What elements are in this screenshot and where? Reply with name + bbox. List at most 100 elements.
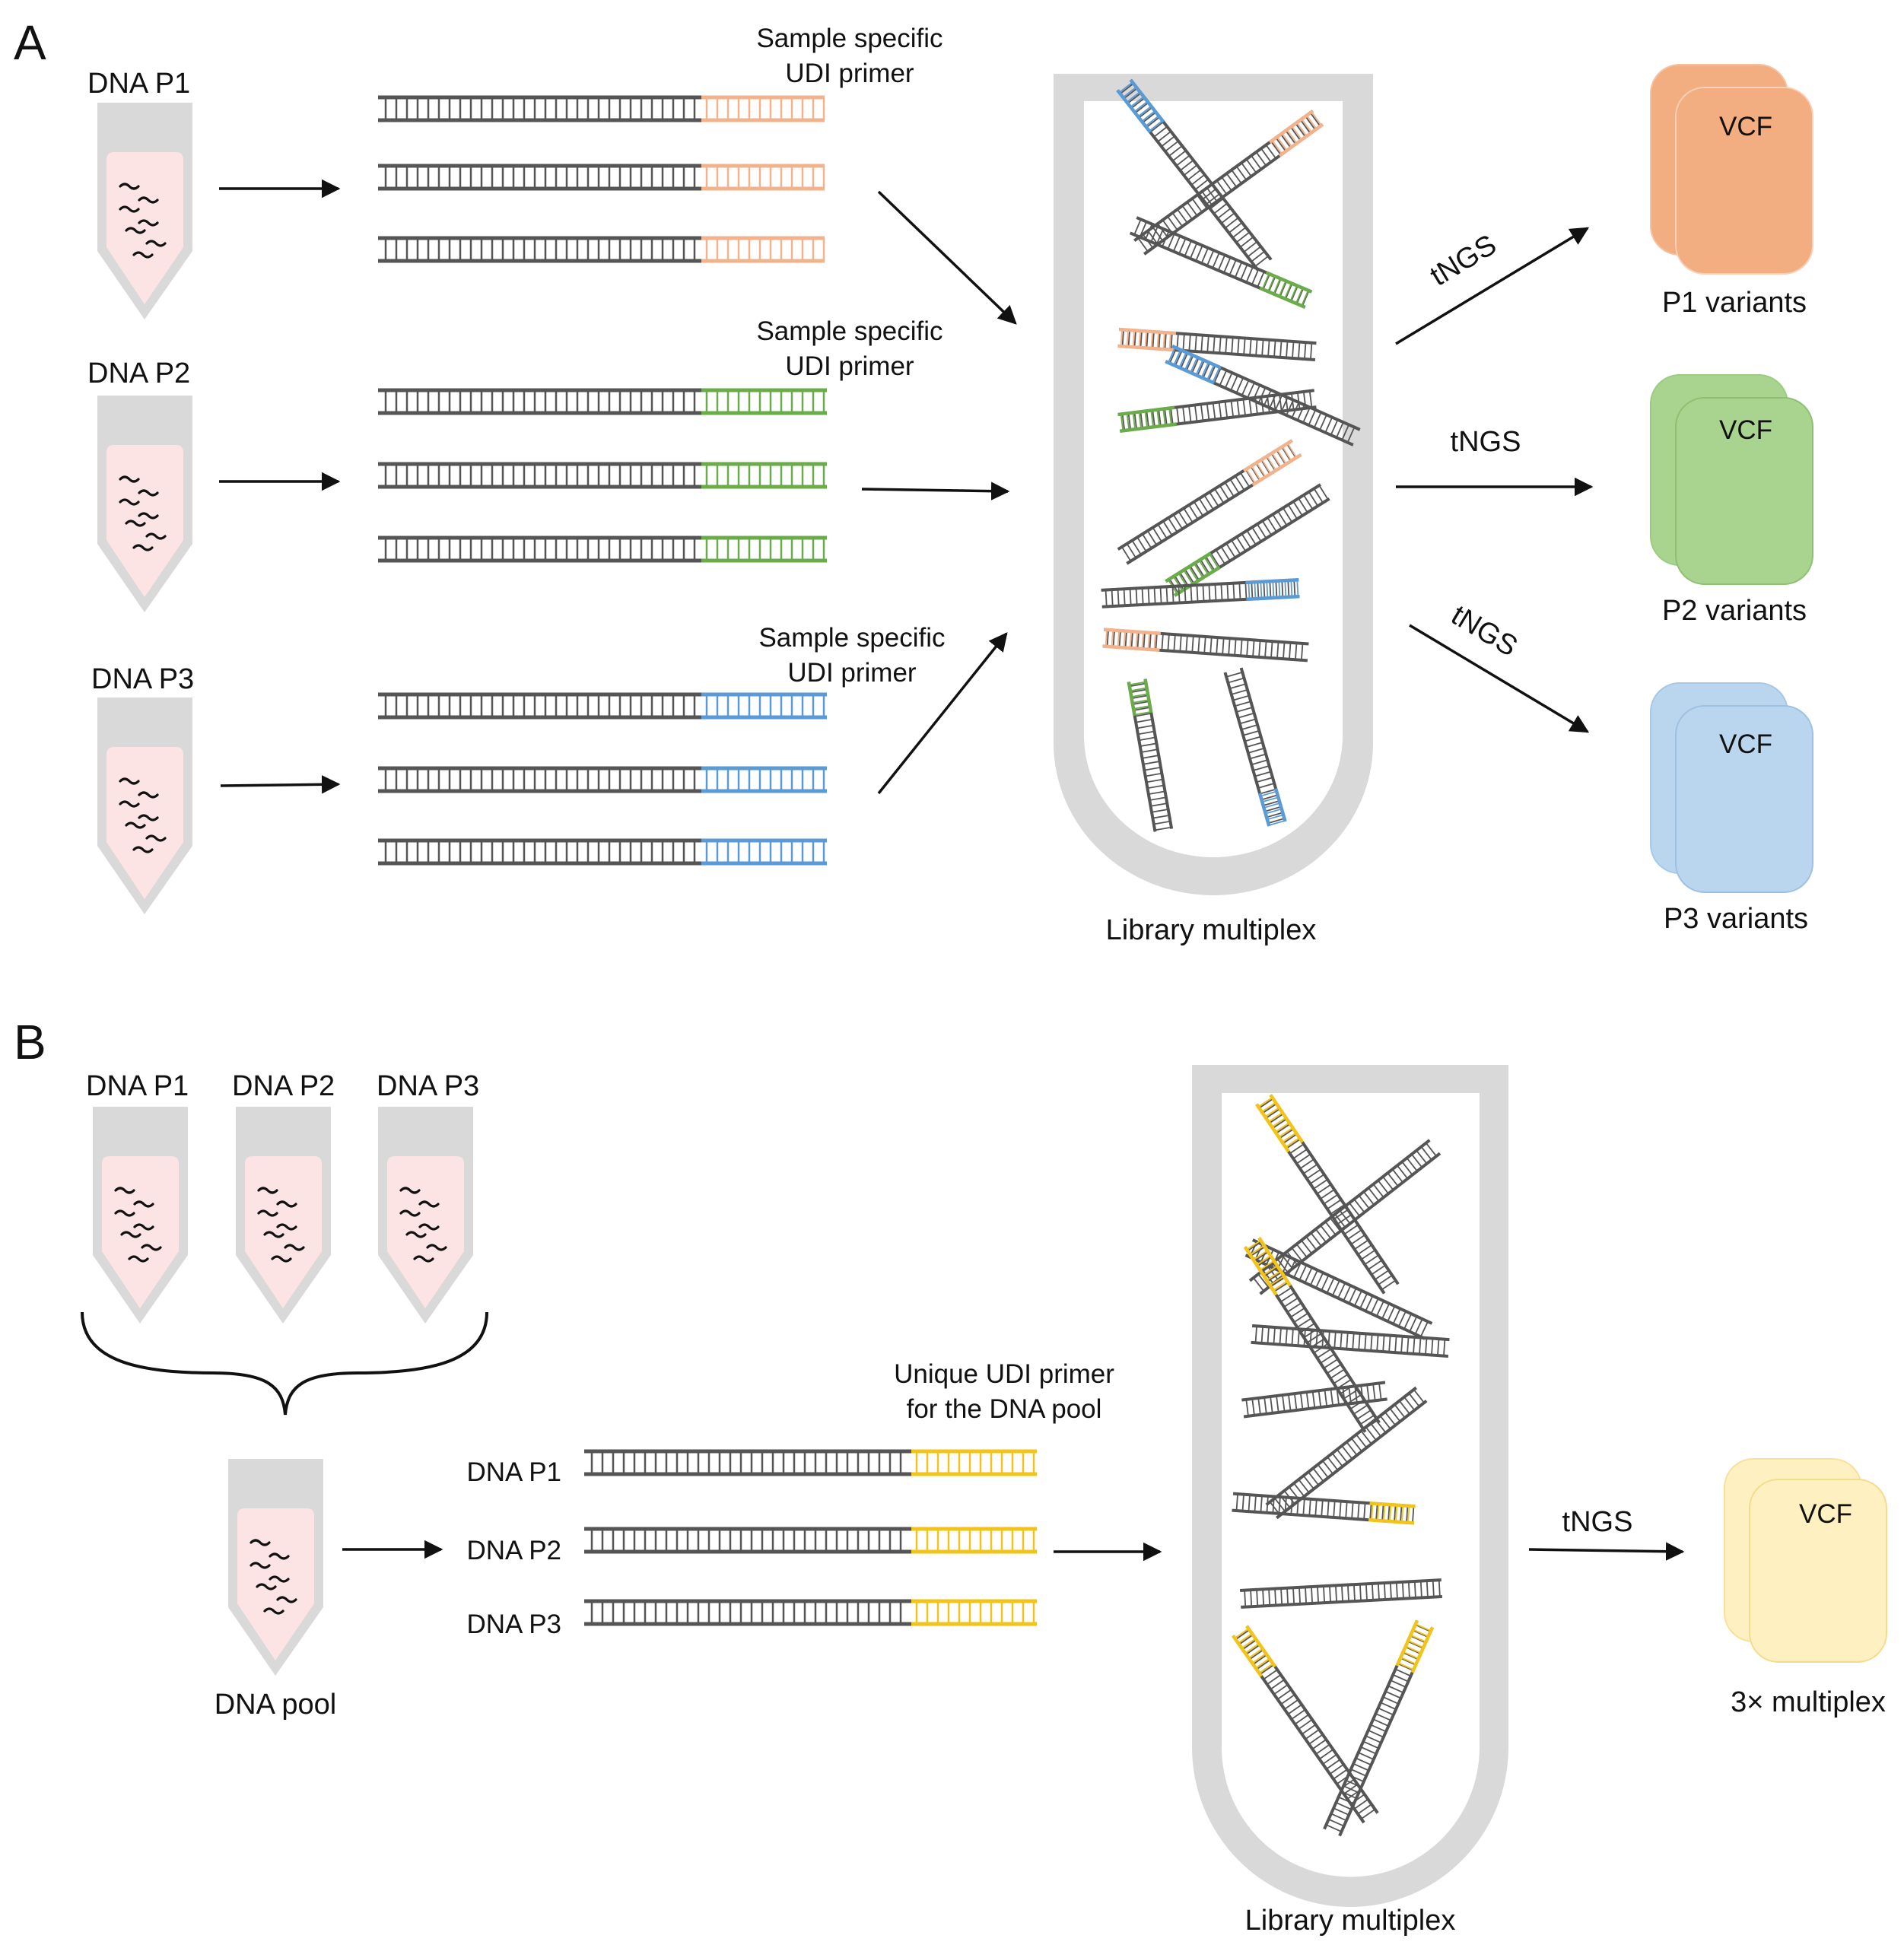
dna-library-fragment xyxy=(378,462,827,489)
dna-library-fragment xyxy=(1232,1492,1416,1525)
dna-library-fragment xyxy=(378,766,827,793)
udi-primer-segment xyxy=(701,535,827,563)
panel-a-primer-labels: Sample specific UDI primer Sample specif… xyxy=(756,24,945,688)
primer-label-p2-line1: Sample specific xyxy=(756,316,942,346)
panel-a-multiplex-label: Library multiplex xyxy=(1106,914,1317,946)
udi-primer-segment xyxy=(911,1449,1037,1476)
dna-fragment-icon xyxy=(114,1187,162,1263)
panel-a-sample-label-p3: DNA P3 xyxy=(91,663,194,695)
dna-library-fragment xyxy=(1117,439,1302,565)
arrow-icon xyxy=(877,190,1017,325)
output-label-p3: P3 variants xyxy=(1664,903,1808,935)
sample-tube-icon xyxy=(97,103,192,319)
udi-primer-segment xyxy=(701,766,827,793)
dna-fragment-icon xyxy=(119,777,167,853)
sample-tube-icon xyxy=(228,1459,323,1676)
dna-library-fragment xyxy=(1127,678,1174,832)
primer-label-p1-line2: UDI primer xyxy=(785,59,914,88)
primer-label-p3-line1: Sample specific xyxy=(758,623,945,653)
dna-library-fragment xyxy=(1323,1619,1435,1837)
strand-label-p1: DNA P1 xyxy=(467,1457,562,1487)
dna-library-fragment xyxy=(1102,628,1309,663)
arrow-icon xyxy=(877,632,1008,795)
tngs-label-p1: tNGS xyxy=(1425,229,1502,293)
primer-label-p2-line2: UDI primer xyxy=(785,351,914,381)
document-icon xyxy=(1749,1479,1887,1663)
panel-a-tngs-arrows xyxy=(1395,227,1594,733)
vcf-file-label-p2: VCF xyxy=(1719,415,1772,445)
panel-b-multiplex-label: Library multiplex xyxy=(1245,1905,1456,1937)
udi-primer-segment xyxy=(911,1599,1037,1626)
panel-a-input-arrows xyxy=(219,179,341,794)
pool-label: DNA pool xyxy=(215,1689,337,1721)
panel-b-sample-label-p2: DNA P2 xyxy=(232,1070,335,1102)
tngs-label-p2: tNGS xyxy=(1451,426,1521,458)
dna-library-fragment xyxy=(1265,1386,1428,1520)
primer-label-p3-line2: UDI primer xyxy=(787,658,917,688)
dna-library-fragment xyxy=(1117,327,1317,362)
document-icon xyxy=(1675,705,1813,893)
dna-library-fragment xyxy=(378,388,827,415)
output-label-p2: P2 variants xyxy=(1662,595,1807,627)
dna-library-fragment xyxy=(1165,483,1330,597)
dna-library-fragment xyxy=(1232,1625,1379,1824)
dna-library-fragment xyxy=(378,838,827,866)
panel-b-sample-label-p3: DNA P3 xyxy=(377,1070,479,1102)
dna-library-fragment xyxy=(1241,1381,1387,1419)
dna-library-fragment xyxy=(378,164,825,191)
dna-library-fragment xyxy=(584,1527,1037,1554)
pool-primer-label-line1: Unique UDI primer xyxy=(894,1359,1114,1389)
panel-a-sample-label-p1: DNA P1 xyxy=(87,68,190,100)
sample-tube-icon xyxy=(97,396,192,612)
vcf-output-p1: VCF xyxy=(1650,64,1813,275)
vcf-file-label-pool: VCF xyxy=(1799,1499,1852,1529)
library-multiplex-tube-a xyxy=(1054,74,1373,895)
panel-a-sample-label-p2: DNA P2 xyxy=(87,358,190,389)
arrow-icon xyxy=(1528,1542,1685,1561)
dna-library-fragment xyxy=(378,535,827,563)
dna-fragment-icon xyxy=(257,1187,305,1263)
udi-primer-segment xyxy=(701,388,827,415)
dna-library-fragment xyxy=(1240,1578,1442,1609)
pool-primer-label-line2: for the DNA pool xyxy=(907,1394,1102,1424)
dna-library-fragment xyxy=(1223,667,1287,827)
udi-primer-segment xyxy=(911,1527,1037,1554)
arrow-icon xyxy=(1395,227,1590,345)
document-icon xyxy=(1675,87,1813,275)
arrow-icon xyxy=(861,481,1010,501)
udi-primer-segment xyxy=(701,164,825,191)
dna-fragment-icon xyxy=(119,475,167,551)
arrow-icon xyxy=(1409,624,1590,733)
dna-library-fragment xyxy=(1248,1139,1442,1295)
curly-brace-icon xyxy=(81,1311,488,1416)
primer-label-p1-line1: Sample specific xyxy=(756,24,942,53)
udi-primer-segment xyxy=(701,838,827,866)
dna-library-fragment xyxy=(1101,577,1300,609)
sample-tube-icon xyxy=(378,1107,473,1324)
dna-library-fragment xyxy=(378,692,827,720)
udi-primer-segment xyxy=(701,462,827,489)
arrow-icon xyxy=(220,775,341,794)
sample-tube-icon xyxy=(97,698,192,914)
panel-a-label: A xyxy=(14,15,46,70)
strand-label-p3: DNA P3 xyxy=(467,1610,562,1639)
dna-fragment-icon xyxy=(399,1187,447,1263)
sample-tube-icon xyxy=(236,1107,331,1324)
dna-library-fragment xyxy=(584,1449,1037,1476)
vcf-file-label-p3: VCF xyxy=(1719,729,1772,759)
panel-a-pool-arrows xyxy=(861,190,1017,795)
dna-library-fragment xyxy=(378,95,825,122)
vcf-output-p2: VCF xyxy=(1650,374,1813,585)
strand-label-p2: DNA P2 xyxy=(467,1536,562,1565)
panel-b-strand-labels: DNA P1 DNA P2 DNA P3 xyxy=(467,1457,562,1639)
dna-fragment-icon xyxy=(119,183,167,259)
panel-b-sample-label-p1: DNA P1 xyxy=(86,1070,189,1102)
dna-fragment-icon xyxy=(250,1539,297,1615)
dna-library-fragment xyxy=(1117,389,1317,433)
vcf-output-p3: VCF xyxy=(1650,682,1813,893)
vcf-output-pool: VCF xyxy=(1724,1458,1887,1663)
dna-library-fragment xyxy=(1255,1094,1400,1295)
dna-library-fragment xyxy=(1116,78,1273,272)
